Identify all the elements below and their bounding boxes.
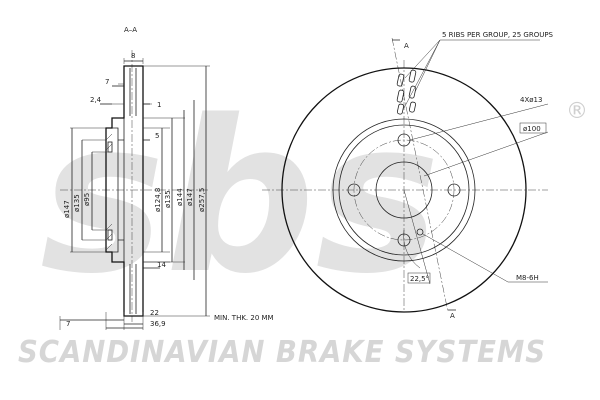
- bolt-hole-right: [447, 183, 461, 197]
- dim-phi257-5: ø257,5: [198, 188, 206, 212]
- section-diameter-lines: [71, 66, 207, 316]
- section-dim-lines: [60, 60, 160, 329]
- pcd-note: ø100: [523, 125, 541, 133]
- hub-hatch: [105, 133, 113, 251]
- dim-36-9: 36,9: [150, 320, 166, 328]
- bolt-hole-bottom: [397, 233, 411, 247]
- angle-note: 22,5°: [410, 275, 429, 283]
- section-view: A–A: [59, 26, 274, 330]
- rib-slots: [396, 69, 417, 115]
- section-extension-lines: [59, 58, 210, 330]
- min-thickness-note: MIN. THK. 20 MM: [214, 314, 274, 322]
- disc-outer-circle: [281, 67, 527, 313]
- thread-note: M8-6H: [516, 274, 539, 282]
- dim-phi144: ø144: [176, 188, 184, 206]
- dim-phi95: ø95: [83, 193, 91, 206]
- section-title: A–A: [124, 26, 137, 34]
- dim-7-bottom: 7: [66, 320, 70, 328]
- center-bore-circle: [375, 161, 433, 219]
- pcd-circle: [353, 139, 455, 241]
- ribs-note: 5 RIBS PER GROUP, 25 GROUPS: [442, 31, 554, 39]
- dim-phi135-right: ø135: [164, 190, 172, 208]
- dim-2-4: 2,4: [90, 96, 102, 104]
- dim-7-top: 7: [105, 78, 109, 86]
- angle-box: [407, 272, 431, 284]
- section-cut-ends: [392, 39, 456, 311]
- dim-phi124-8: ø124,8: [154, 188, 162, 212]
- dim-8: 8: [131, 52, 135, 60]
- sbs-watermark-logo: sbs: [40, 75, 440, 320]
- hub-profile: [112, 118, 125, 262]
- section-cut-line: [391, 37, 449, 313]
- watermark-brand-text: SCANDINAVIAN BRAKE SYSTEMS: [18, 335, 546, 370]
- dim-22: 22: [150, 309, 159, 317]
- front-view: A A: [262, 31, 554, 320]
- threaded-hole: [416, 228, 424, 236]
- dim-phi147-left: ø147: [63, 200, 71, 218]
- hub-step-top: [107, 141, 113, 153]
- section-mark-bottom: A: [450, 312, 455, 320]
- dim-5: 5: [155, 132, 159, 140]
- registered-mark: ®: [566, 99, 588, 124]
- disc-inner-edge-circle: [332, 118, 476, 262]
- pcd-box: [519, 122, 547, 134]
- section-mark-top: A: [404, 42, 409, 50]
- watermark-logo-letters: sbs: [40, 75, 440, 320]
- bolt-hole-left: [347, 183, 361, 197]
- hat-outer-circle: [338, 124, 470, 256]
- bolt-holes-note: 4Xø13: [520, 96, 542, 104]
- vent-channel: [129, 68, 137, 314]
- dim-1: 1: [157, 101, 161, 109]
- leader-lines: [403, 39, 549, 285]
- dim-14: 14: [157, 261, 166, 269]
- dim-phi147-right: ø147: [186, 188, 194, 206]
- dim-phi135-left: ø135: [73, 194, 81, 212]
- hub-step-bottom: [107, 229, 113, 241]
